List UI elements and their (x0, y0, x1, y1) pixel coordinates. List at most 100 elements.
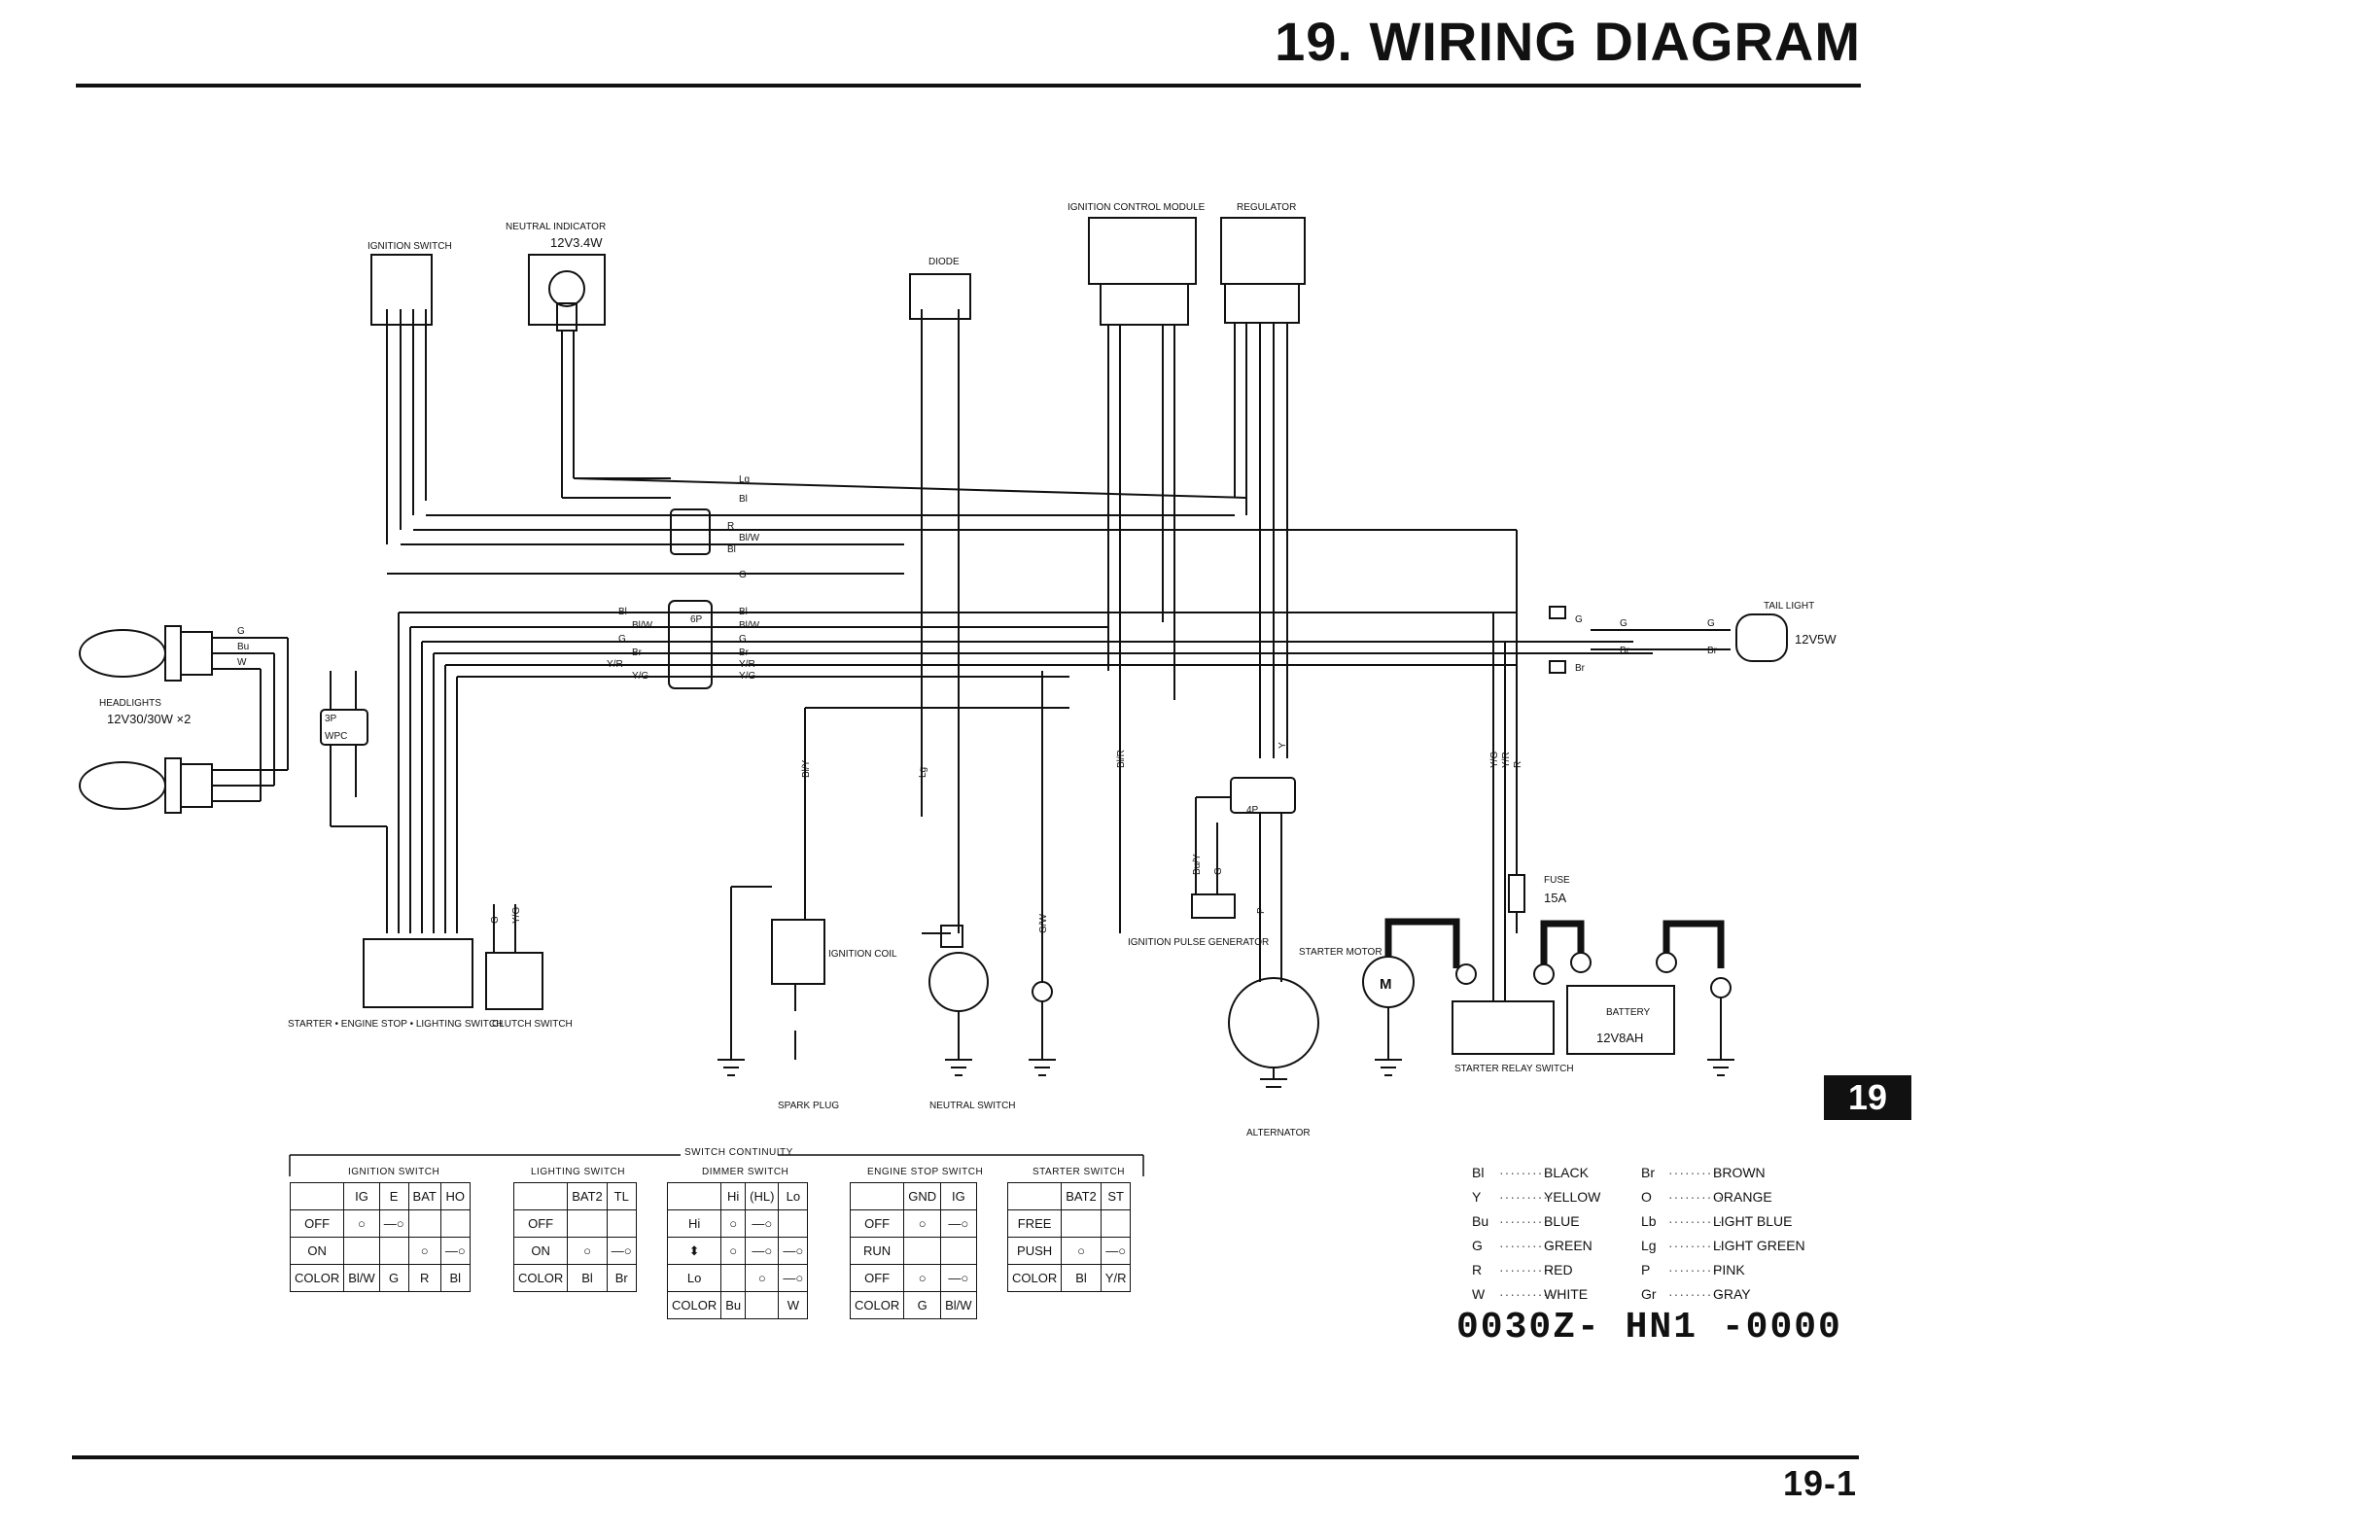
top-rule (76, 84, 1861, 88)
section-tab: 19 (1824, 1075, 1911, 1120)
table-row-label: RUN (849, 1237, 905, 1265)
wire-label: Bl (739, 607, 748, 617)
page-title: 19. WIRING DIAGRAM (1275, 11, 1861, 72)
wire-label: Bl (618, 607, 627, 617)
battery-label: BATTERY (1606, 1007, 1651, 1018)
fuse-rating: 15A (1544, 891, 1566, 905)
wire-label: G (739, 634, 747, 645)
lighting-switch-table-title: LIGHTING SWITCH (531, 1167, 625, 1177)
legend-code: P (1641, 1262, 1651, 1278)
legend-code: R (1472, 1262, 1483, 1278)
table-header: BAT (407, 1182, 441, 1210)
legend-name: PINK (1713, 1262, 1745, 1278)
table-header: E (378, 1182, 409, 1210)
table-cell: Bl (439, 1264, 471, 1292)
wire-label: Bl/Y (801, 759, 812, 778)
neutral-switch-label: NEUTRAL SWITCH (929, 1101, 1016, 1111)
neutral-indicator-label: NEUTRAL INDICATOR (506, 222, 606, 232)
table-cell: Bl (567, 1264, 608, 1292)
table-row-label: Hi (666, 1209, 722, 1238)
diode-box (909, 273, 971, 320)
table-row-label: OFF (849, 1209, 905, 1238)
alternator-label: ALTERNATOR (1246, 1128, 1311, 1138)
wire-label: Lg (739, 474, 750, 485)
wire-label: Bl (727, 544, 736, 555)
wire-label: Bu (237, 642, 249, 652)
table-cell: Bu (720, 1291, 747, 1319)
wire-label: Br (1620, 646, 1630, 656)
starter-relay-switch-box (1452, 1000, 1555, 1055)
wire-label: Bl/W (739, 620, 760, 631)
wire-label: W (237, 657, 247, 668)
wire-label: Br (632, 648, 643, 658)
headlights-rating: 12V30/30W ×2 (107, 712, 191, 726)
clutch-switch-box (485, 952, 543, 1010)
wire-label: Y (1278, 742, 1288, 749)
diode-label: DIODE (928, 257, 960, 267)
legend-code: O (1641, 1189, 1652, 1205)
table-row-label: FREE (1006, 1209, 1063, 1238)
regulator-box (1220, 217, 1306, 285)
legend-code: Bl (1472, 1165, 1485, 1180)
legend-name: ORANGE (1713, 1189, 1772, 1205)
table-header: Lo (778, 1182, 809, 1210)
page-number: 19-1 (1782, 1463, 1857, 1503)
table-row-label: ON (289, 1237, 345, 1265)
table-row-label: ⬍ (666, 1237, 722, 1265)
wire-label: Y/G (632, 671, 648, 682)
wire-label: Br (1707, 646, 1718, 656)
legend-name: WHITE (1544, 1286, 1589, 1302)
ignition-switch-table-title: IGNITION SWITCH (348, 1167, 440, 1177)
wire-label: Y/R (739, 659, 755, 670)
table-cell: Bl/W (940, 1291, 977, 1319)
bottom-rule (72, 1455, 1859, 1459)
table-cell: R (407, 1264, 441, 1292)
wire-label: P (1256, 907, 1267, 914)
legend-name: GREEN (1544, 1238, 1592, 1253)
table-cell: Br (606, 1264, 637, 1292)
tail-light-box (1735, 613, 1788, 662)
table-row-label: ON (512, 1237, 569, 1265)
wire-label: G (1620, 618, 1628, 629)
legend-code: G (1472, 1238, 1483, 1253)
ignition-coil-box (771, 919, 825, 985)
wire-label: Y/G (1489, 752, 1500, 768)
wire-label: Y/R (1501, 752, 1512, 768)
wire-label: G (618, 634, 626, 645)
starter-switch-table-title: STARTER SWITCH (1032, 1167, 1125, 1177)
table-row-label: OFF (289, 1209, 345, 1238)
table-header: ST (1100, 1182, 1132, 1210)
wire-label: Br (739, 648, 750, 658)
table-row-label: OFF (849, 1264, 905, 1292)
table-row-label: PUSH (1006, 1237, 1063, 1265)
alternator-circle (1228, 977, 1319, 1068)
starter-motor-symbol: M (1380, 976, 1392, 993)
ignition-coil-label: IGNITION COIL (828, 949, 897, 960)
legend-name: LIGHT BLUE (1713, 1213, 1793, 1229)
wire-label: G (1707, 618, 1715, 629)
table-header: BAT2 (1061, 1182, 1102, 1210)
table-header: IG (940, 1182, 977, 1210)
table-cell: Y/R (1100, 1264, 1132, 1292)
wire-label: Bl/R (1116, 750, 1127, 768)
battery-box (1566, 985, 1675, 1055)
table-cell: COLOR (512, 1264, 569, 1292)
spark-plug-label: SPARK PLUG (778, 1101, 839, 1111)
legend-name: GRAY (1713, 1286, 1751, 1302)
wire-label: G (490, 916, 501, 924)
starter-motor-label: STARTER MOTOR (1299, 947, 1382, 958)
table-cell: COLOR (1006, 1264, 1063, 1292)
table-header: HO (439, 1182, 471, 1210)
table-header: Hi (720, 1182, 747, 1210)
table-header: TL (606, 1182, 637, 1210)
table-cell: COLOR (849, 1291, 905, 1319)
neutral-indicator-rating: 12V3.4W (550, 235, 603, 250)
headlight-lower (79, 757, 213, 814)
wire-label: Br (1575, 663, 1586, 674)
headlight-upper (79, 625, 213, 682)
